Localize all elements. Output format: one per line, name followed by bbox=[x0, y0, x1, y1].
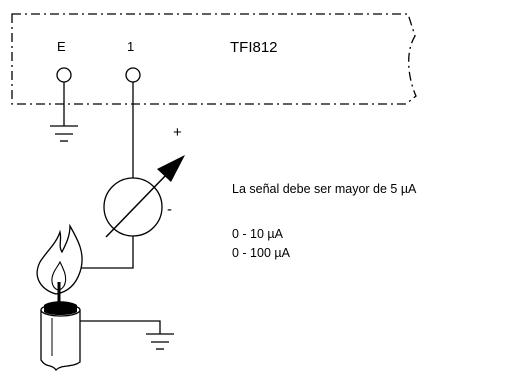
terminal-1-label: 1 bbox=[127, 39, 134, 54]
meter-positive-sign: + bbox=[173, 124, 182, 141]
range-10ua: 0 - 10 µA bbox=[232, 227, 284, 241]
burner-body bbox=[40, 309, 81, 372]
ground-symbol-bottom bbox=[146, 333, 174, 350]
meter-to-flame-wire bbox=[72, 236, 134, 269]
module-outline bbox=[11, 13, 417, 105]
module-name: TFI812 bbox=[230, 39, 278, 56]
terminal-e-label: E bbox=[57, 39, 66, 54]
meter-arrow-head bbox=[157, 155, 185, 182]
burner-top-fill bbox=[44, 301, 77, 315]
ground-symbol-top bbox=[50, 125, 78, 142]
burner-ground-wire bbox=[80, 320, 161, 334]
terminal-1 bbox=[125, 67, 141, 83]
range-100ua: 0 - 100 µA bbox=[232, 246, 291, 260]
signal-note: La señal debe ser mayor de 5 µA bbox=[232, 182, 417, 196]
flame-inner-icon bbox=[51, 260, 67, 291]
meter-arrow-shaft bbox=[105, 172, 169, 238]
microammeter bbox=[103, 177, 163, 237]
terminal-e bbox=[56, 67, 72, 83]
meter-negative-sign: - bbox=[167, 201, 172, 218]
flame-icon bbox=[36, 223, 83, 295]
